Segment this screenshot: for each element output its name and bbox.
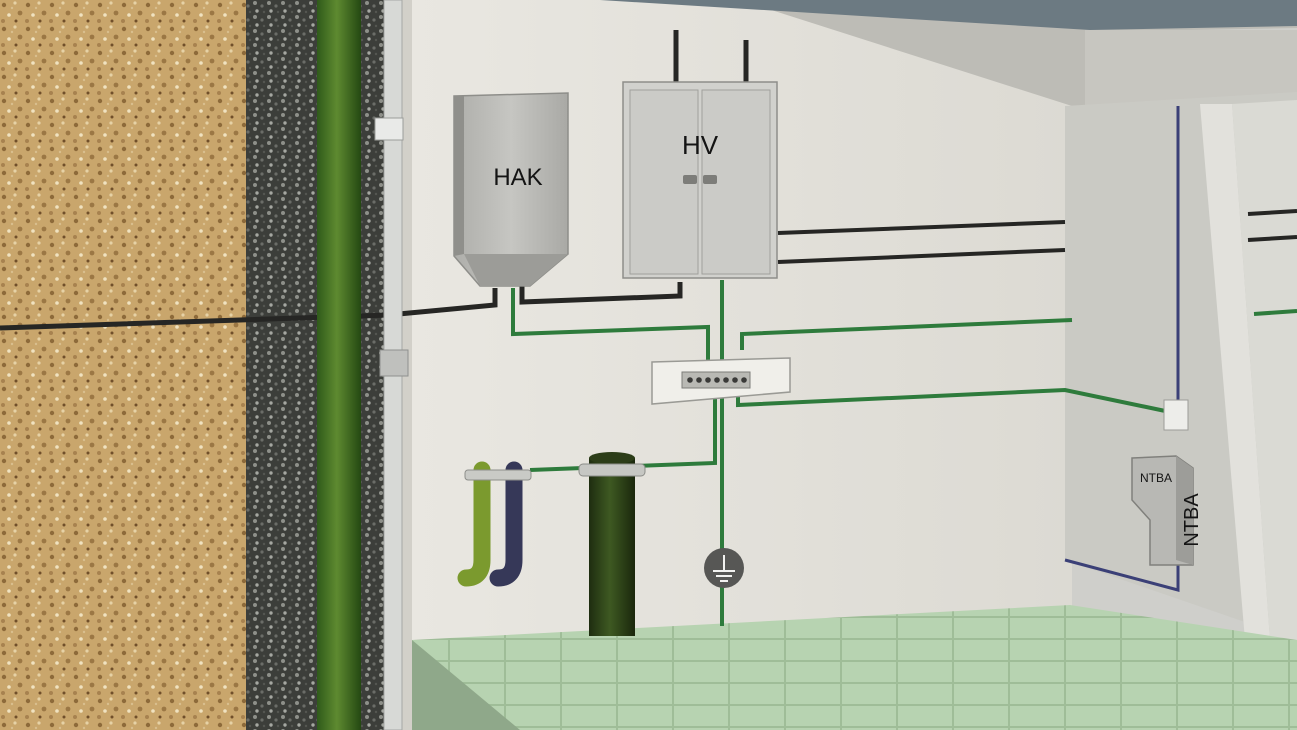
soil-section	[0, 0, 246, 730]
conduit-clamp-mid	[379, 349, 409, 377]
floor-edge-shadow	[412, 640, 520, 730]
power-cable-right-1	[777, 220, 1066, 235]
power-cable-next-room-1	[1247, 209, 1297, 216]
earth-ground-icon	[704, 548, 744, 588]
telecom-line-floor	[1064, 558, 1180, 592]
next-room-wall	[1232, 100, 1297, 640]
power-cable-right-2	[777, 248, 1066, 264]
ceiling-underside	[600, 0, 1297, 30]
hak-to-hv-cable	[519, 282, 683, 305]
equipotential-busbar	[651, 357, 791, 405]
telecom-socket	[1163, 399, 1189, 431]
gas-pipe	[489, 461, 523, 587]
ntba-device: NTBA NTBA	[1131, 455, 1203, 566]
hak-label: HAK	[493, 164, 542, 191]
hv-cabinet: HV	[622, 81, 778, 279]
drain-pipe	[578, 452, 646, 636]
ntba-large-label: NTBA	[1181, 493, 1203, 547]
basement-floor	[412, 605, 1297, 730]
ceiling-beam	[1085, 30, 1297, 106]
doorway-frame	[1200, 104, 1270, 640]
incoming-power-cable	[0, 288, 498, 331]
hak-box: HAK	[453, 92, 569, 287]
water-pipe	[457, 461, 491, 587]
rain-downpipe	[317, 0, 361, 730]
hv-label: HV	[682, 130, 719, 160]
power-cable-next-room-2	[1247, 235, 1297, 242]
ntba-small-label: NTBA	[1140, 471, 1172, 485]
gravel-layer	[246, 0, 386, 730]
conduit-clamp-top	[374, 117, 404, 141]
pipe-clamp	[464, 469, 532, 481]
